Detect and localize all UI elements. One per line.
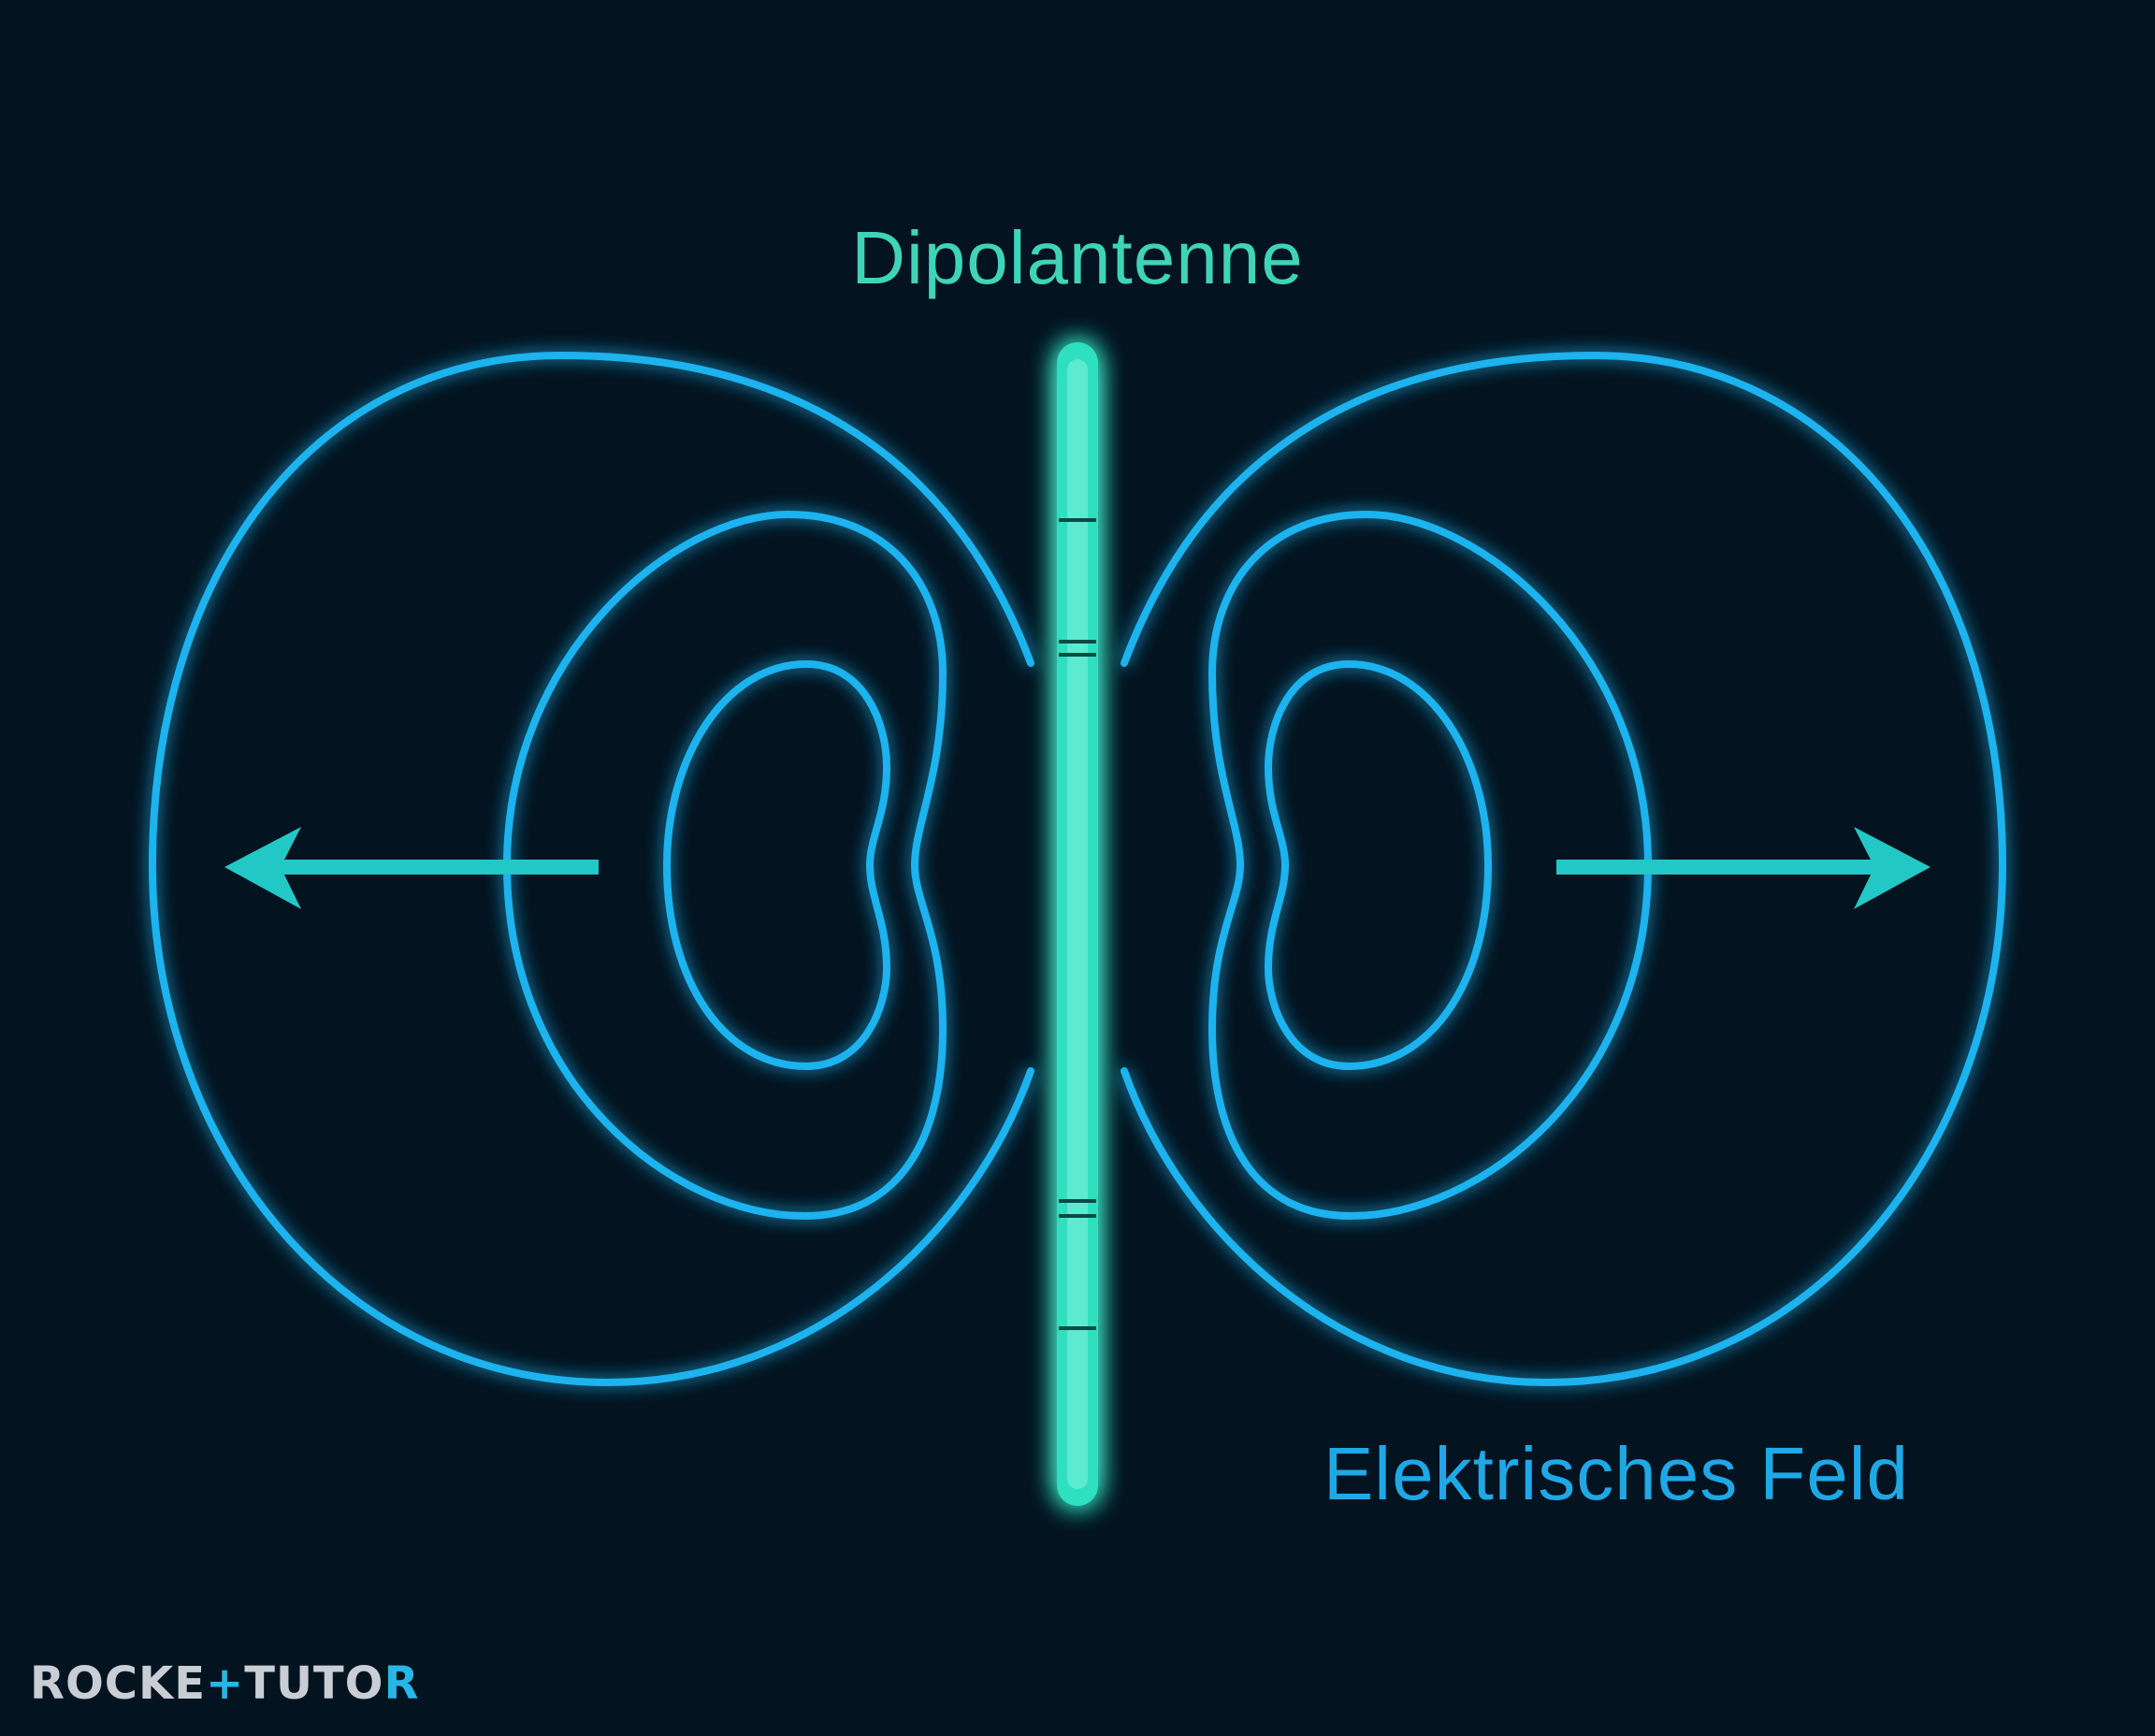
field-line-middle-right	[1208, 510, 1653, 1221]
field-line-outer-left	[148, 351, 1034, 1387]
field-lines-right	[1121, 351, 2007, 1387]
antenna-label: Dipolantenne	[851, 216, 1303, 299]
arrow-left-icon	[224, 827, 599, 909]
logo-text-r: R	[383, 1657, 420, 1710]
field-line-middle-left	[502, 510, 947, 1221]
antenna-segments	[1059, 518, 1096, 1330]
field-line-inner-left	[662, 659, 891, 1071]
logo-text-rocke: ROCKE	[30, 1657, 206, 1710]
field-line-outer-right	[1121, 351, 2007, 1387]
field-line-inner-right	[1264, 659, 1493, 1071]
field-lines-left	[148, 351, 1034, 1387]
logo: ROCKE+TUTOR	[30, 1656, 419, 1712]
field-label: Elektrisches Feld	[1323, 1432, 1909, 1515]
logo-text-tuto: TUTO	[244, 1657, 384, 1710]
dipole-antenna	[1057, 342, 1098, 1506]
logo-rocket-mark: +	[205, 1657, 245, 1710]
arrow-right-icon	[1556, 827, 1931, 909]
